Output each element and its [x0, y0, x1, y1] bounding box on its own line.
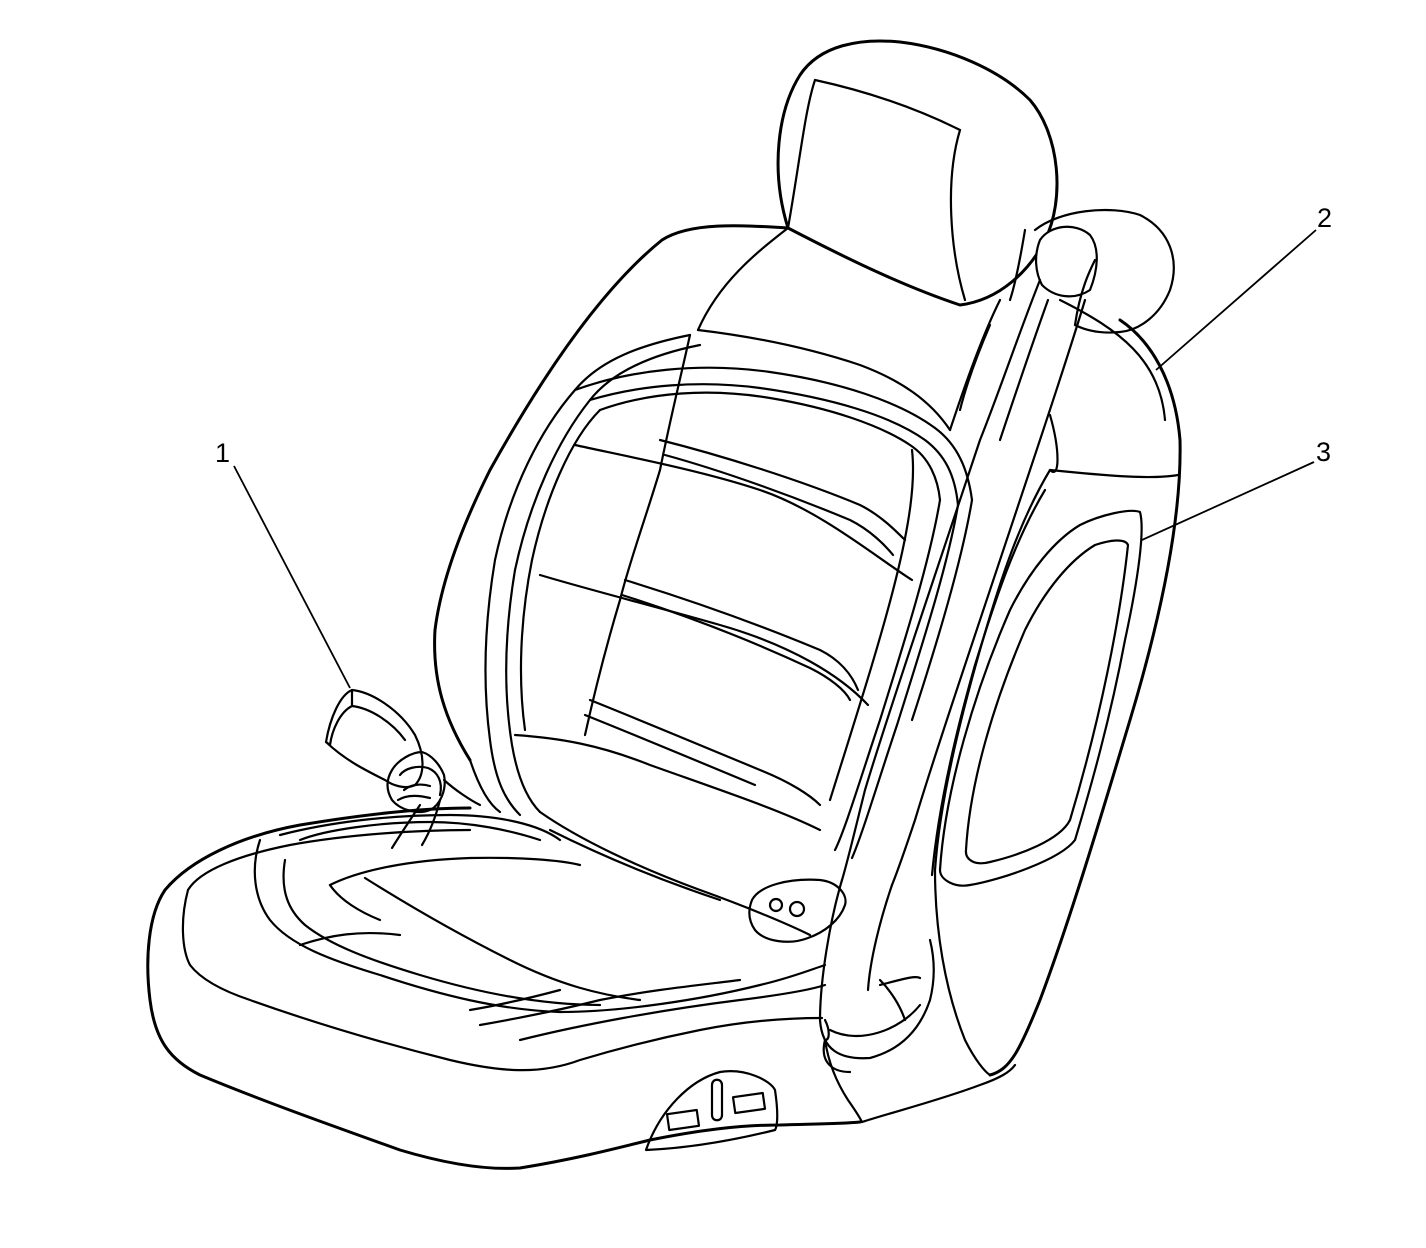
headrest: [776, 39, 1059, 307]
callout-1: 1: [215, 438, 230, 468]
leader-line-1: [233, 465, 351, 689]
seat-belt: [818, 208, 1175, 1074]
leader-line-2: [1155, 229, 1317, 371]
seat-side-panel: [930, 298, 1182, 1077]
leader-line-3: [1141, 461, 1315, 541]
seat-back: [433, 224, 1002, 860]
seat-belt-buckle: [324, 688, 482, 850]
callout-2: 2: [1317, 203, 1332, 233]
seat-cushion: [146, 758, 862, 1170]
seat-base: [644, 878, 1017, 1152]
callout-3: 3: [1316, 437, 1331, 467]
